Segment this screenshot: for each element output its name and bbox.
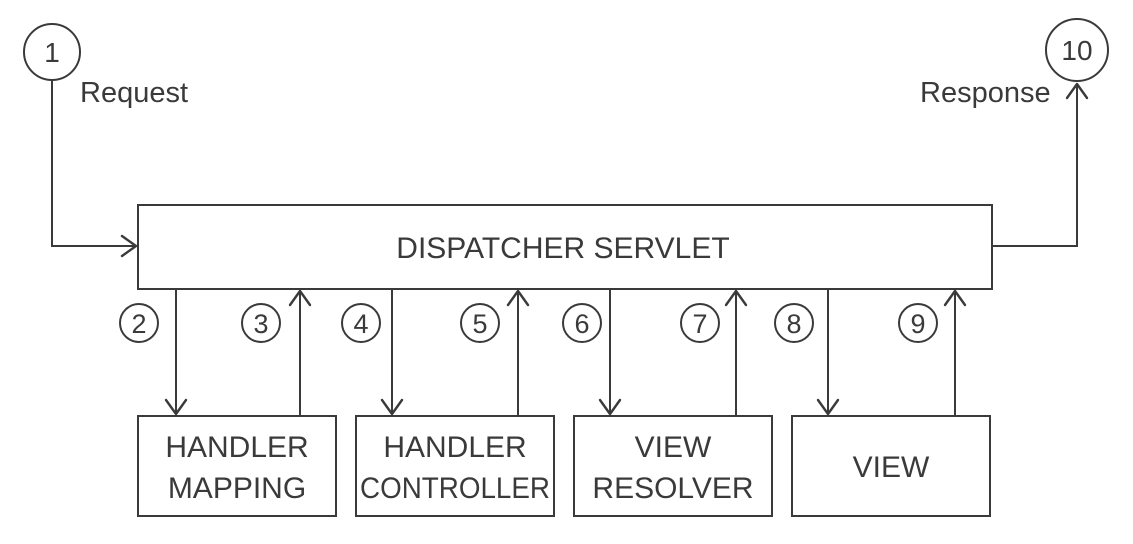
step-numbers: 2 3 4 5 6 7 8 9 — [119, 303, 938, 343]
step-2-circle — [119, 303, 159, 343]
handler-controller-label-line1: HANDLER — [383, 431, 526, 464]
step-3-number: 3 — [253, 309, 268, 339]
step-7-number: 7 — [692, 309, 707, 339]
request-flow: 1 Request — [23, 23, 188, 258]
step-8-circle — [774, 303, 814, 343]
step-3-circle — [241, 303, 281, 343]
dispatcher-servlet: DISPATCHER SERVLET — [137, 204, 993, 290]
step-4-number: 4 — [353, 309, 368, 339]
step-1-number: 1 — [44, 37, 60, 68]
response-arrow-head — [1065, 82, 1089, 100]
step-10-circle — [1045, 18, 1109, 82]
dispatcher-servlet-box — [137, 204, 993, 290]
step-4-circle — [341, 303, 381, 343]
view-box — [791, 415, 991, 517]
step-9-circle — [898, 303, 938, 343]
step-2-arrow-head — [164, 398, 188, 416]
step-6-number: 6 — [574, 309, 589, 339]
handler-controller-box — [355, 415, 555, 517]
handler-mapping: HANDLER MAPPING — [137, 415, 337, 517]
step-10-number: 10 — [1061, 35, 1092, 66]
step-4-arrow-head — [380, 398, 404, 416]
step-6-circle — [562, 303, 602, 343]
step-8-arrow-head — [816, 398, 840, 416]
view-resolver: VIEW RESOLVER — [573, 415, 773, 517]
step-7-circle — [680, 303, 720, 343]
response-label: Response — [920, 77, 1051, 109]
step-5-number: 5 — [472, 309, 487, 339]
view-label: VIEW — [853, 451, 930, 484]
handler-controller-label-line2: CONTROLLER — [360, 472, 550, 505]
step-3-arrow-head — [288, 289, 312, 307]
dispatcher-servlet-label: DISPATCHER SERVLET — [396, 232, 729, 265]
view-resolver-label-line2: RESOLVER — [592, 472, 753, 505]
step-5-arrow-head — [506, 289, 530, 307]
handler-controller: HANDLER CONTROLLER — [355, 415, 555, 517]
step-6-arrow-head — [598, 398, 622, 416]
request-arrow-head — [120, 234, 138, 258]
view-resolver-label-line1: VIEW — [635, 431, 712, 464]
step-9-arrow-head — [943, 289, 967, 307]
response-arrow-line — [992, 84, 1078, 247]
step-9-number: 9 — [910, 309, 925, 339]
step-8-number: 8 — [786, 309, 801, 339]
handler-mapping-label-line2: MAPPING — [168, 472, 306, 505]
request-arrow-line — [51, 80, 136, 247]
response-flow: 10 Response — [920, 18, 1109, 247]
handler-mapping-label-line1: HANDLER — [165, 431, 308, 464]
step-5-circle — [460, 303, 500, 343]
step-7-arrow-head — [724, 289, 748, 307]
view-resolver-box — [573, 415, 773, 517]
step-arrows — [164, 289, 967, 416]
view: VIEW — [791, 415, 991, 517]
handler-mapping-box — [137, 415, 337, 517]
request-label: Request — [80, 77, 188, 109]
step-2-number: 2 — [131, 309, 146, 339]
